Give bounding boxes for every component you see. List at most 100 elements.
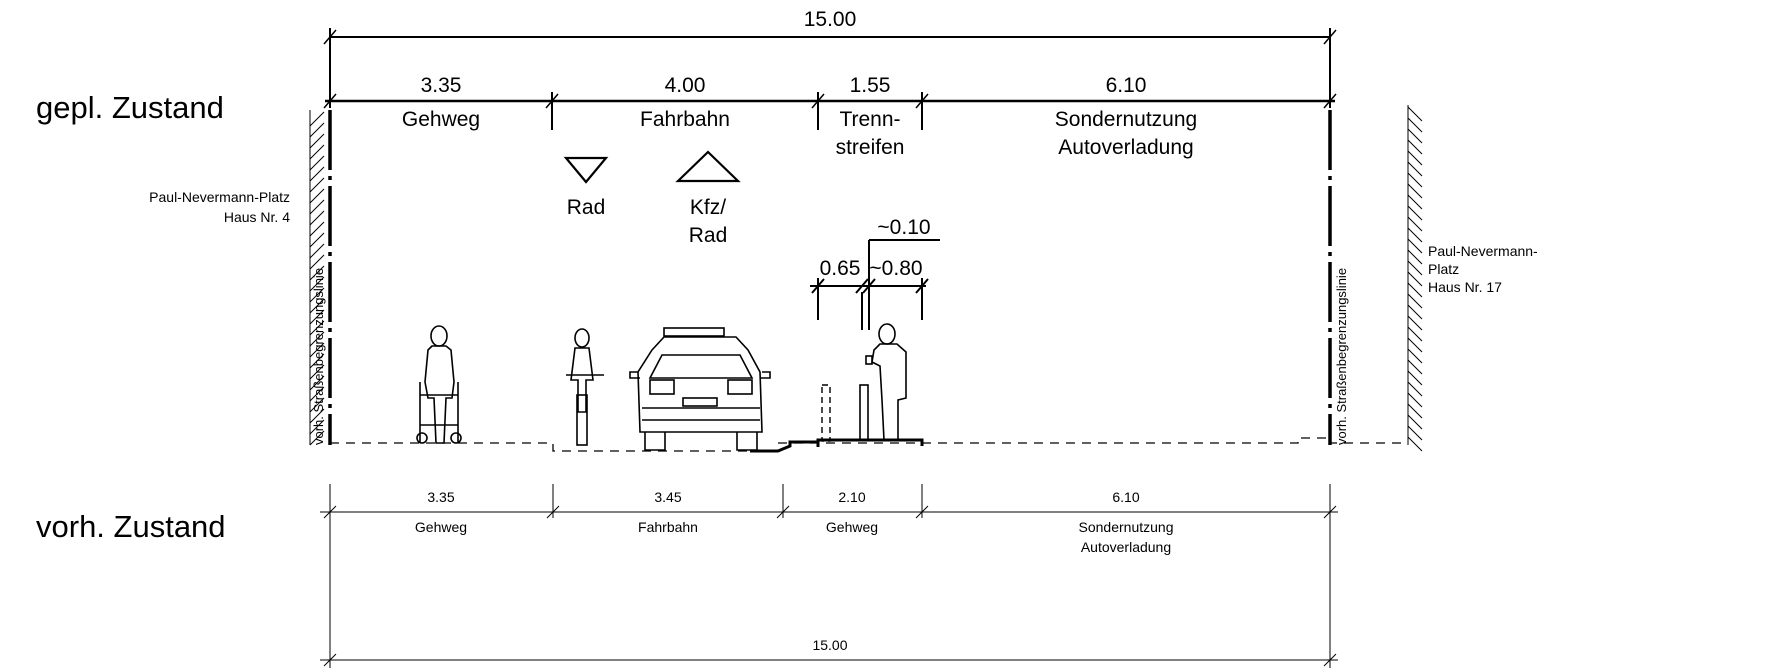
traffic-direction-up-icon xyxy=(675,150,741,183)
hatch-line xyxy=(309,166,325,182)
right-building-number: Haus Nr. 17 xyxy=(1428,279,1502,295)
hatch-line xyxy=(1407,326,1423,342)
hatch-line xyxy=(1407,414,1423,430)
hatch-line xyxy=(309,232,325,248)
right-building-name-1: Paul-Nevermann- xyxy=(1428,243,1538,259)
left-building-hatch-lines xyxy=(309,111,325,446)
bollard-icon xyxy=(859,384,869,441)
existing-dim-sondernutzung: 6.10 xyxy=(1112,489,1139,505)
hatch-line xyxy=(309,188,325,204)
planned-state-label: gepl. Zustand xyxy=(36,90,224,125)
hatch-line xyxy=(1407,227,1423,243)
hatch-line xyxy=(309,287,325,303)
hatch-line xyxy=(309,177,325,193)
right-building-name-2: Platz xyxy=(1428,261,1459,277)
existing-total-dimension: 15.00 xyxy=(812,637,847,653)
hatch-line xyxy=(309,408,325,424)
existing-label-gehweg: Gehweg xyxy=(415,519,467,535)
car-rear-view-icon xyxy=(629,327,771,451)
planned-label-trennstreifen-2: streifen xyxy=(836,136,905,159)
hatch-line xyxy=(309,298,325,314)
hatch-line xyxy=(309,397,325,413)
hatch-line xyxy=(1407,161,1423,177)
hatch-line xyxy=(1407,106,1423,122)
hatch-line xyxy=(1407,359,1423,375)
hatch-line xyxy=(309,353,325,369)
hatch-line xyxy=(1407,381,1423,397)
detail-height-dim: ~0.10 xyxy=(877,216,930,239)
hatch-line xyxy=(309,221,325,237)
hatch-line xyxy=(1407,425,1423,441)
existing-label-sondernutzung-2: Autoverladung xyxy=(1081,539,1171,555)
right-boundary-label: vorh. Straßenbegrenzungslinie xyxy=(1334,268,1349,445)
planned-dim-fahrbahn: 4.00 xyxy=(665,74,706,97)
hatch-line xyxy=(1407,183,1423,199)
hatch-line xyxy=(1407,337,1423,353)
symbol-label-kfz-rad: Rad xyxy=(689,224,728,247)
hatch-line xyxy=(309,199,325,215)
existing-dim-gehweg: 3.35 xyxy=(427,489,454,505)
hatch-line xyxy=(1407,392,1423,408)
hatch-line xyxy=(1407,150,1423,166)
planned-total-dimension: 15.00 xyxy=(804,8,857,31)
hatch-line xyxy=(309,122,325,138)
left-building-name: Paul-Nevermann-Platz xyxy=(149,189,290,205)
existing-dimension-chain xyxy=(320,484,1338,668)
bollard-dashed-icon xyxy=(821,384,831,442)
kerb-detail-dimensions xyxy=(810,239,940,330)
symbol-label-rad: Rad xyxy=(567,196,606,219)
hatch-line xyxy=(1407,216,1423,232)
planned-label-sondernutzung-2: Autoverladung xyxy=(1058,136,1193,159)
existing-label-gehweg-2: Gehweg xyxy=(826,519,878,535)
hatch-line xyxy=(1407,348,1423,364)
hatch-line xyxy=(309,419,325,435)
symbol-label-kfz: Kfz/ xyxy=(690,196,726,219)
cyclist-icon xyxy=(566,328,604,446)
detail-left-width-dim: 0.65 xyxy=(820,257,861,280)
hatch-line xyxy=(1407,403,1423,419)
hatch-line xyxy=(309,254,325,270)
existing-dim-fahrbahn: 3.45 xyxy=(654,489,681,505)
right-building-hatch-lines xyxy=(1407,106,1423,452)
hatch-line xyxy=(1407,315,1423,331)
planned-label-trennstreifen-1: Trenn- xyxy=(839,108,900,131)
hatch-line xyxy=(1407,249,1423,265)
planned-dim-gehweg: 3.35 xyxy=(421,74,462,97)
existing-label-sondernutzung-1: Sondernutzung xyxy=(1079,519,1174,535)
hatch-line xyxy=(309,210,325,226)
hatch-line xyxy=(309,375,325,391)
hatch-line xyxy=(309,342,325,358)
hatch-line xyxy=(309,243,325,259)
hatch-line xyxy=(1407,271,1423,287)
hatch-line xyxy=(1407,304,1423,320)
hatch-line xyxy=(1407,282,1423,298)
pedestrian-phone-icon xyxy=(865,323,907,441)
hatch-line xyxy=(1407,194,1423,210)
hatch-line xyxy=(1407,172,1423,188)
hatch-line xyxy=(309,265,325,281)
planned-dim-trennstreifen: 1.55 xyxy=(850,74,891,97)
planned-dimension-chain xyxy=(323,28,1337,130)
hatch-line xyxy=(1407,139,1423,155)
hatch-line xyxy=(309,386,325,402)
hatch-line xyxy=(309,320,325,336)
hatch-line xyxy=(309,364,325,380)
planned-label-sondernutzung-1: Sondernutzung xyxy=(1055,108,1197,131)
hatch-line xyxy=(309,276,325,292)
planned-label-gehweg: Gehweg xyxy=(402,108,480,131)
hatch-line xyxy=(309,430,325,446)
hatch-line xyxy=(309,111,325,127)
hatch-line xyxy=(309,144,325,160)
existing-state-label: vorh. Zustand xyxy=(36,509,226,544)
hatch-line xyxy=(1407,370,1423,386)
left-building-number: Haus Nr. 4 xyxy=(224,209,290,225)
hatch-line xyxy=(1407,238,1423,254)
hatch-line xyxy=(1407,293,1423,309)
left-boundary-label: vorh. Straßenbegrenzungslinie xyxy=(311,268,326,445)
hatch-line xyxy=(309,155,325,171)
existing-label-fahrbahn: Fahrbahn xyxy=(638,519,698,535)
planned-label-fahrbahn: Fahrbahn xyxy=(640,108,730,131)
existing-dim-gehweg-2: 2.10 xyxy=(838,489,865,505)
planned-dim-sondernutzung: 6.10 xyxy=(1106,74,1147,97)
